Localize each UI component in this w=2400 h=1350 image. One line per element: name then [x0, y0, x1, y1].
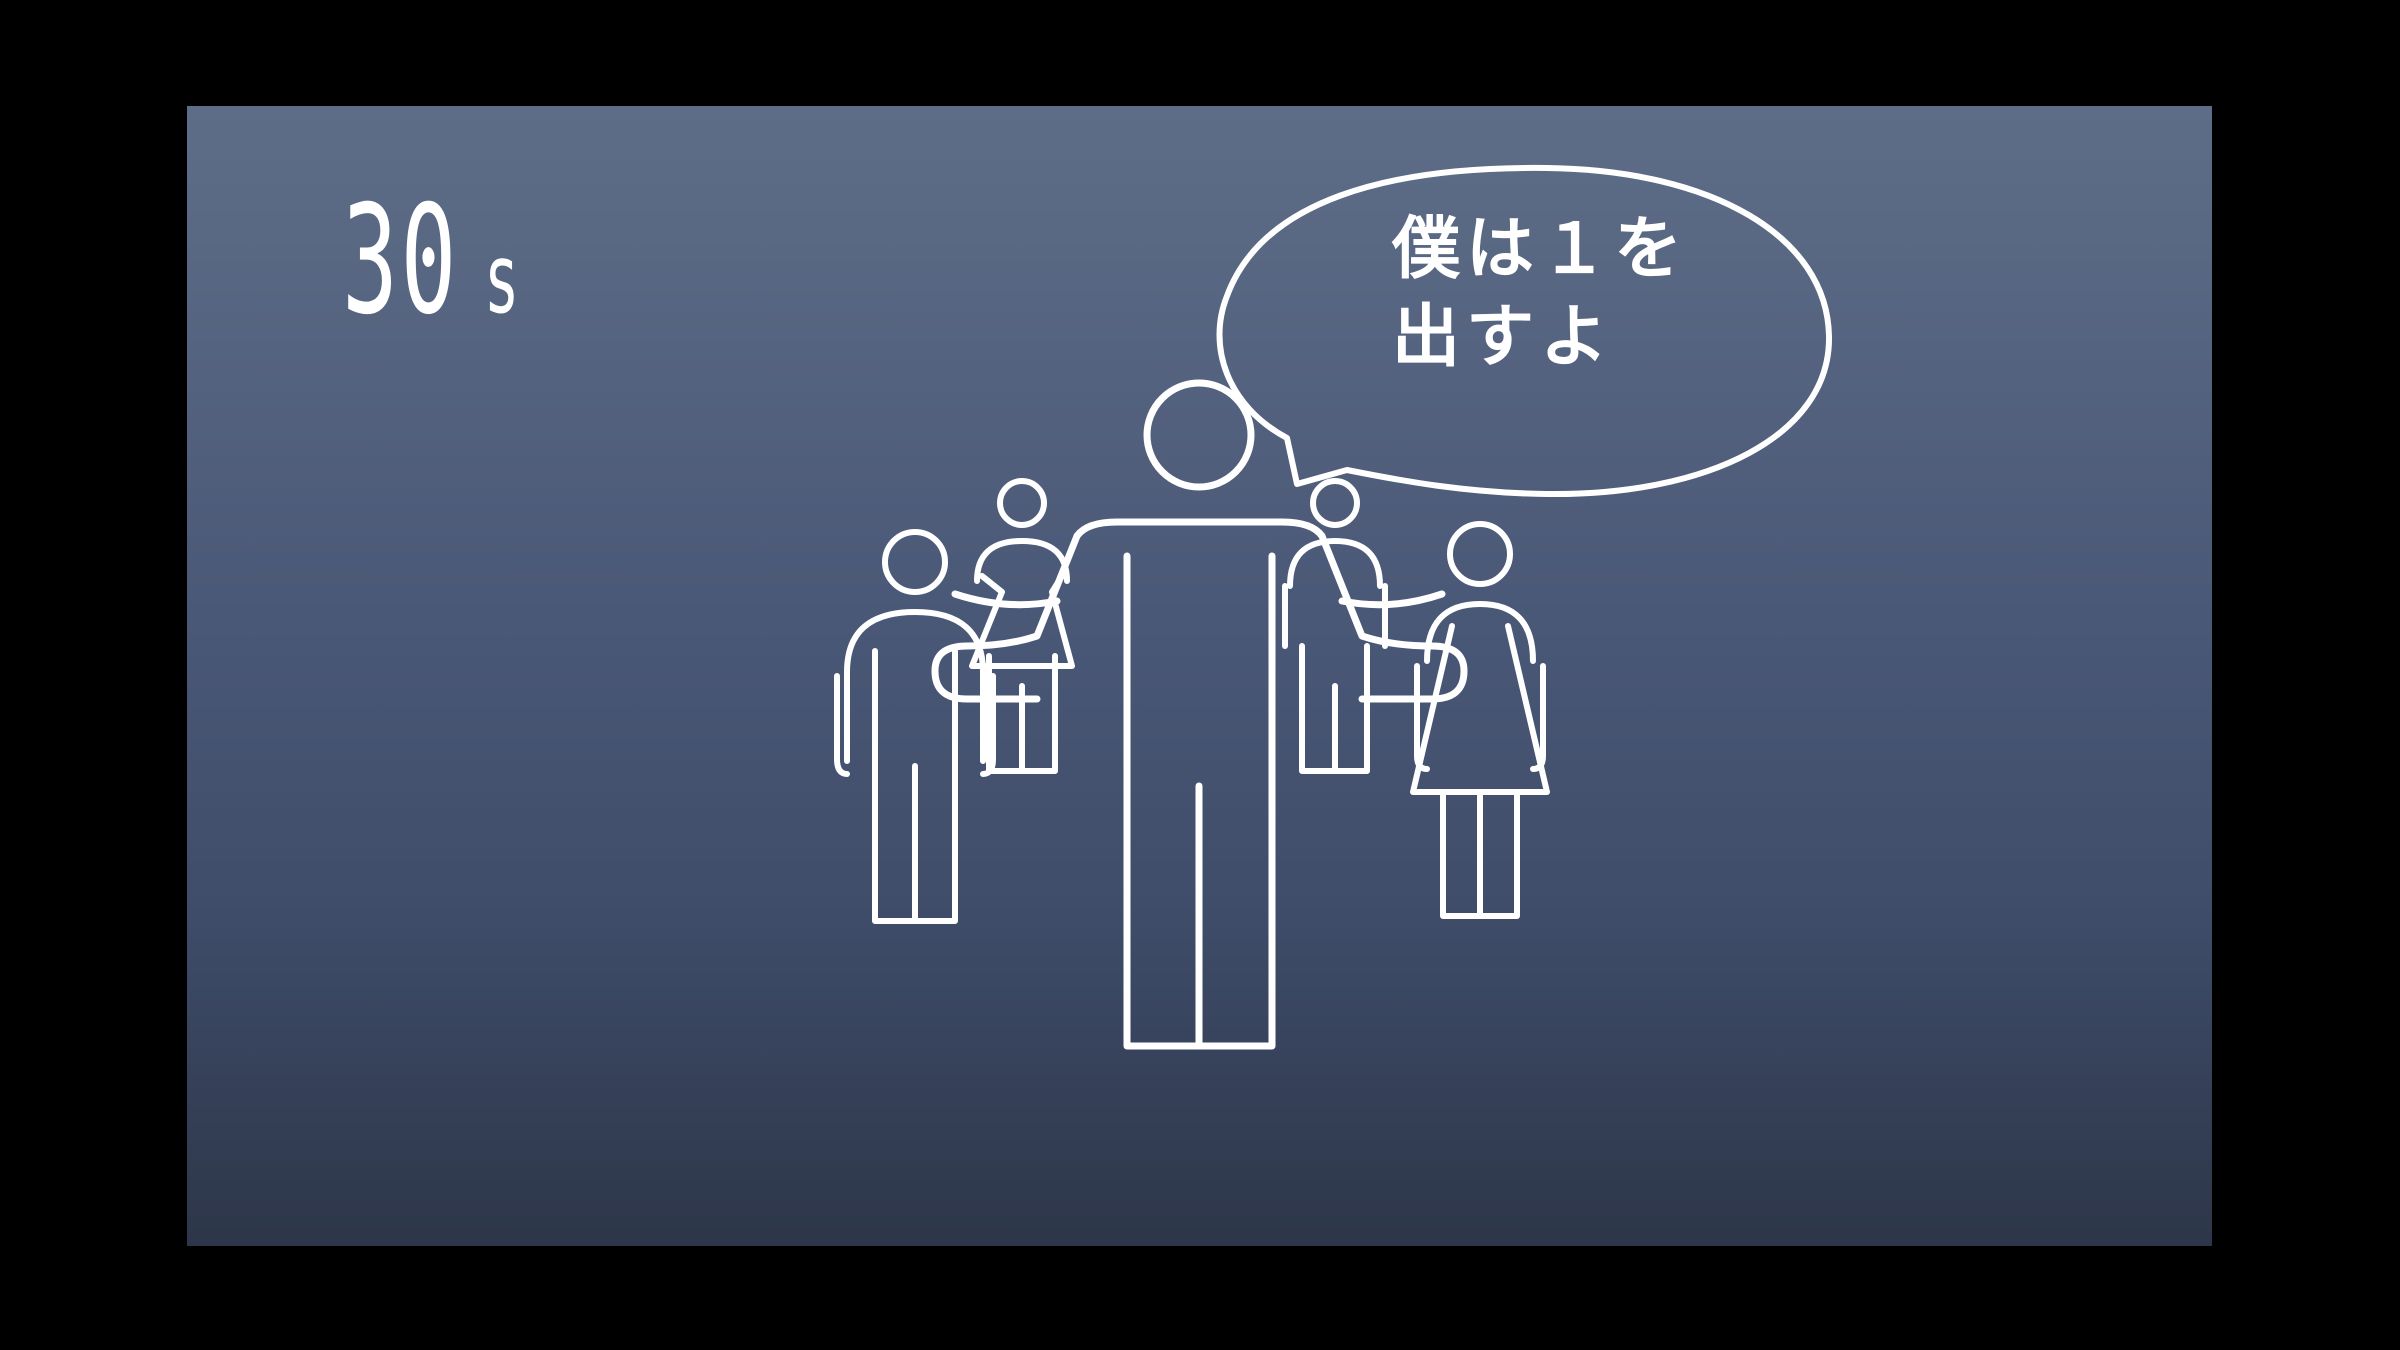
speech-line-2: 出すよ — [1392, 298, 1615, 377]
person-icon — [834, 529, 996, 924]
person-icon — [931, 379, 1468, 1050]
people-illustration — [834, 164, 1833, 1050]
speech-bubble-text: 僕は１を 出すよ — [1392, 206, 1812, 382]
timer-unit: s — [483, 223, 523, 335]
timer-value: 30 — [342, 174, 459, 348]
speech-bubble-icon — [1216, 164, 1833, 498]
person-icon — [969, 478, 1075, 774]
speech-line-1: 僕は１を — [1392, 210, 1689, 289]
person-icon — [1410, 521, 1550, 919]
person-icon — [1282, 478, 1388, 774]
